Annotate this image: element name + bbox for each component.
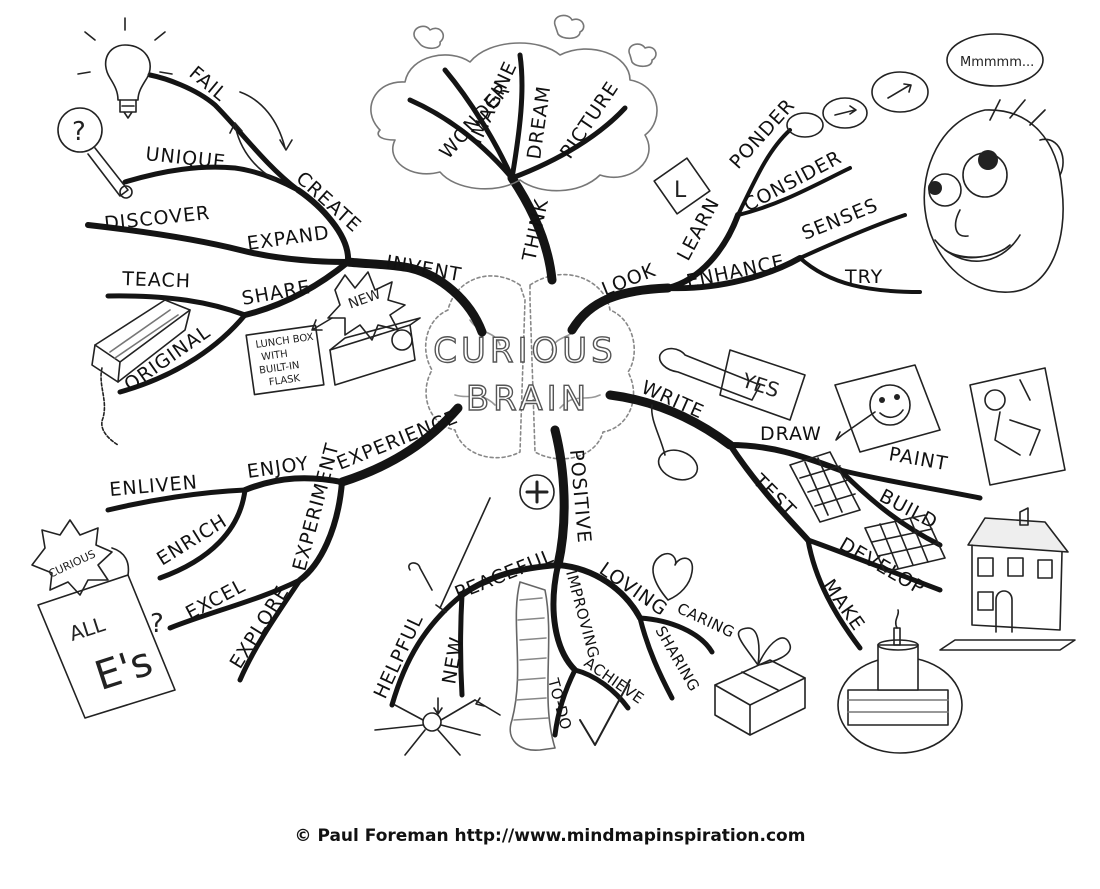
abstract-picture-doodle: [969, 367, 1066, 486]
center-line-2: BRAIN: [466, 379, 590, 419]
thinking-face-doodle: Mmmmm...: [786, 33, 1064, 293]
svg-text:FLASK: FLASK: [268, 373, 301, 388]
svg-text:E's: E's: [89, 639, 158, 700]
todo-scroll-doodle: [509, 581, 631, 751]
teach-label: TEACH: [121, 268, 192, 292]
expand-label: EXPAND: [246, 222, 331, 255]
svg-text:WITH: WITH: [261, 349, 289, 364]
try-label: TRY: [844, 266, 883, 288]
svg-text:?: ?: [150, 609, 164, 639]
invent-label: INVENT: [384, 251, 463, 286]
svg-text:ALL: ALL: [66, 612, 108, 646]
cake-doodle: [837, 609, 963, 754]
gift-box-doodle: [714, 627, 806, 736]
paint-label: PAINT: [887, 443, 950, 475]
branch-positive: POSITIVE PEACEFUL HELPFUL NEW IMPROVING …: [370, 425, 806, 756]
new-label: NEW: [438, 635, 468, 686]
achieve-label: ACHIEVE: [581, 654, 648, 708]
dream-label: DREAM: [523, 84, 555, 161]
branch-invent: INVENT CREATE FAIL UNIQUE EXPAND DISCOVE…: [57, 17, 487, 446]
pen-spider-doodle: [374, 497, 501, 756]
svg-text:?: ?: [72, 117, 86, 147]
curious-brain-center: CURIOUS BRAIN: [424, 273, 635, 460]
heart-doodle: [652, 552, 694, 601]
plus-badge-doodle: [519, 474, 555, 510]
cycle-arrows-doodle: [229, 91, 293, 181]
branch-look: LOOK LEARN PONDER CONSIDER ENHANCE SENSE…: [567, 33, 1064, 335]
new-burst-text: NEW: [346, 286, 383, 312]
curious-burst-text: CURIOUS: [46, 547, 97, 580]
branch-write: WRITE DRAW PAINT BUILD TEST DEVELOP MAKE…: [605, 347, 1076, 754]
book-doodle: [91, 299, 191, 446]
original-label: ORIGINAL: [120, 321, 214, 396]
copyright-credit: © Paul Foreman http://www.mindmapinspira…: [294, 826, 806, 846]
positive-label: POSITIVE: [565, 449, 595, 545]
enhance-label: ENHANCE: [684, 251, 786, 293]
all-es-card-doodle: CURIOUS ALL E's ?: [31, 519, 176, 719]
svg-text:L: L: [674, 178, 687, 203]
excel-label: EXCEL: [182, 575, 249, 625]
experience-label: EXPERIENCE: [334, 406, 462, 475]
peaceful-label: PEACEFUL: [452, 545, 557, 605]
draw-label: DRAW: [760, 423, 822, 445]
discover-label: DISCOVER: [103, 202, 211, 235]
branch-think: THINK IMAGINE WONDER DREAM PICTURE: [370, 14, 658, 285]
thought-cloud-doodle: [370, 42, 658, 192]
lightbulb-doodle: [77, 17, 173, 119]
senses-label: SENSES: [799, 194, 882, 245]
smiley-canvas-doodle: [834, 364, 941, 453]
thought-bubble-text: Mmmmm...: [960, 55, 1034, 70]
unique-label: UNIQUE: [144, 143, 226, 173]
learner-plate-doodle: L: [653, 157, 711, 215]
checklist-grid-doodle: [789, 451, 946, 573]
test-label: TEST: [748, 469, 801, 522]
center-line-1: CURIOUS: [433, 331, 617, 371]
question-magnifier-doodle: ?: [57, 107, 133, 199]
improving-label: IMPROVING: [562, 568, 603, 660]
caring-label: CARING: [674, 599, 737, 641]
house-doodle: [939, 507, 1076, 651]
